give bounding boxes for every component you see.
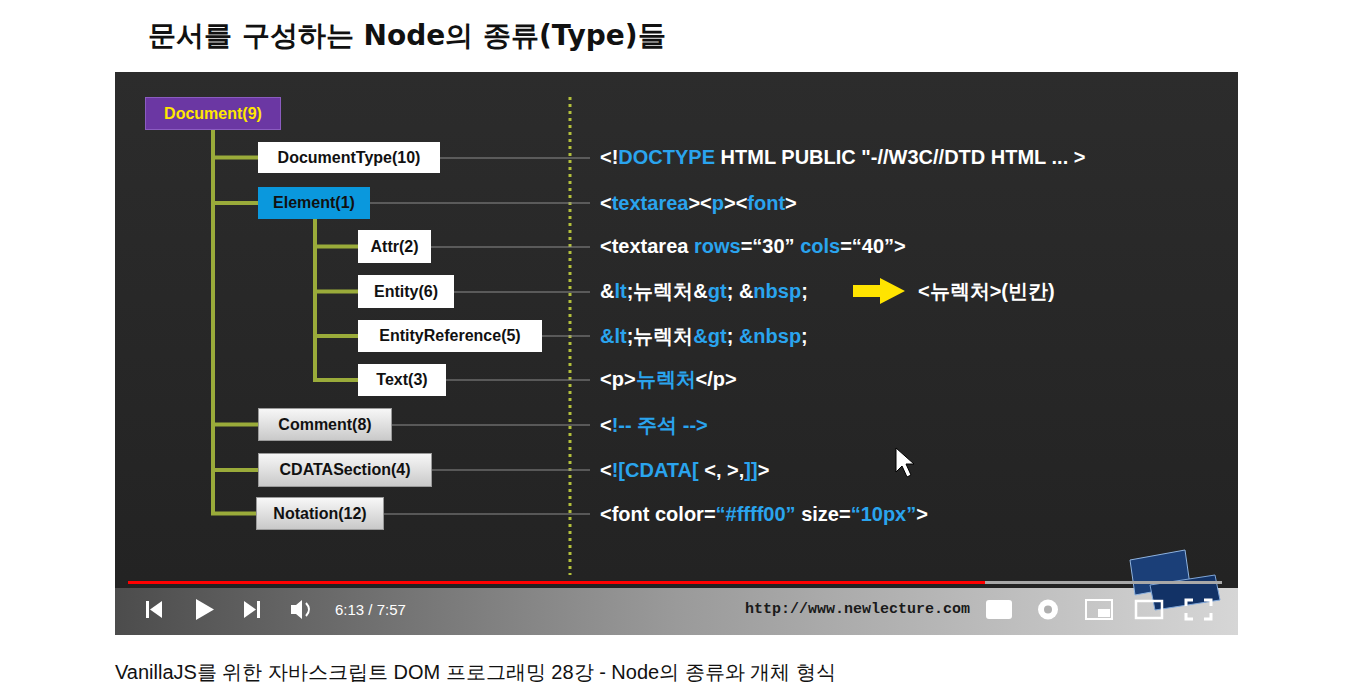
tree-connector: [213, 130, 258, 425]
node-label: Text(3): [376, 370, 427, 390]
element-box: Element(1): [258, 187, 370, 219]
tree-connector: [315, 219, 358, 247]
tree-connector: [213, 130, 256, 514]
root-node: Document(9): [145, 97, 281, 130]
node-label: CDATASection(4): [280, 460, 411, 480]
node-label: Document(9): [164, 104, 262, 124]
type-box: Entity(6): [358, 275, 454, 308]
node-label: DocumentType(10): [278, 148, 421, 168]
tree-connector: [213, 130, 258, 203]
node-label: Entity(6): [374, 282, 438, 302]
code-sample: &lt;뉴렉처&gt; &nbsp;: [600, 324, 808, 348]
url-watermark: http://www.newlecture.com: [745, 600, 970, 620]
render-result: <뉴렉처>(빈칸): [918, 279, 1055, 303]
type-box: Notation(12): [256, 497, 384, 530]
player-icons: [146, 599, 1211, 620]
tree-connector: [213, 130, 258, 158]
type-box: DocumentType(10): [258, 142, 440, 173]
type-box: CDATASection(4): [258, 453, 432, 487]
tree-connector: [315, 219, 358, 380]
yellow-arrow: [853, 278, 905, 304]
control-band: [115, 588, 1238, 635]
code-sample: <textarea><p><font>: [600, 191, 797, 215]
tree-connector: [315, 219, 358, 292]
code-sample: <![CDATA[ <, >,]]>: [600, 458, 769, 482]
type-box: EntityReference(5): [358, 320, 542, 352]
progress-track: [128, 581, 1222, 584]
code-sample: <p>뉴렉처</p>: [600, 367, 737, 391]
node-label: Notation(12): [273, 504, 366, 524]
mouse-cursor: [896, 448, 914, 477]
video-ground: [115, 72, 1238, 635]
type-box: Text(3): [358, 364, 446, 396]
tree-connector: [315, 219, 358, 336]
type-box: Attr(2): [358, 230, 431, 263]
play-time: 6:13 / 7:57: [335, 601, 406, 619]
code-sample: <!DOCTYPE HTML PUBLIC "-//W3C//DTD HTML …: [600, 145, 1085, 169]
node-label: Comment(8): [278, 415, 371, 435]
tree-connector: [213, 130, 258, 470]
node-label: EntityReference(5): [379, 326, 520, 346]
progress-played: [128, 581, 985, 584]
node-label: Element(1): [273, 193, 355, 213]
code-sample: <font color=“#ffff00” size=“10px”>: [600, 502, 928, 526]
code-sample: &lt;뉴렉처&gt; &nbsp;: [600, 279, 808, 303]
slide-title: 문서를 구성하는 Node의 종류(Type)들: [148, 19, 666, 53]
node-label: Attr(2): [371, 237, 419, 257]
video-caption: VanillaJS를 위한 자바스크립트 DOM 프로그래밍 28강 - Nod…: [115, 660, 836, 684]
code-sample: <!-- 주석 -->: [600, 413, 708, 437]
type-box: Comment(8): [258, 408, 392, 441]
code-sample: <textarea rows=“30” cols=“40”>: [600, 234, 906, 258]
